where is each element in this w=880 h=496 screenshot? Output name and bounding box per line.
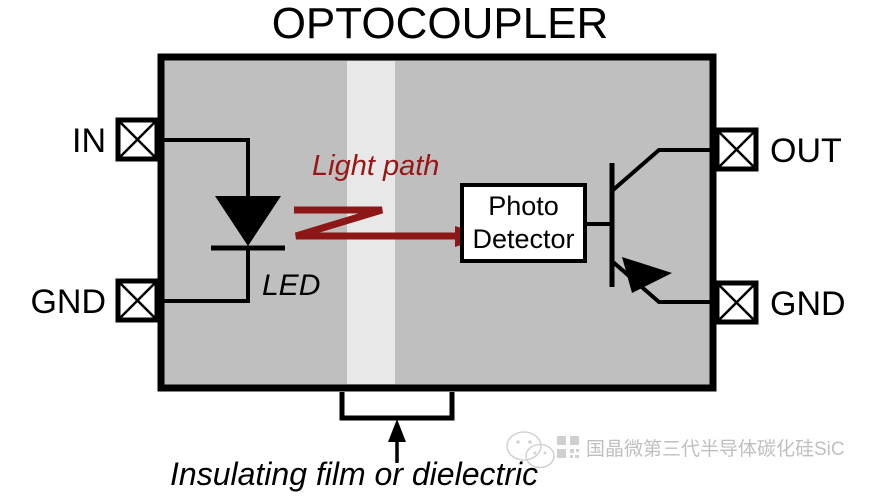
photo-detector-box: [460, 183, 587, 263]
pin-gnd-right-label: GND: [770, 285, 846, 323]
photo-detector-label-line2: Detector: [472, 224, 574, 254]
callout-arrow-icon: [388, 419, 406, 463]
pin-in: [115, 117, 160, 162]
photo-detector-label-line1: Photo: [488, 191, 559, 221]
watermark-text: 国晶微第三代半导体碳化硅SiC: [586, 438, 845, 460]
led-label: LED: [262, 269, 320, 302]
photo-detector: Photo Detector: [460, 183, 587, 263]
wechat-icon: [506, 431, 555, 469]
emitter-arrow-icon: [622, 257, 672, 293]
pin-out: [714, 127, 759, 172]
pin-gnd-left-label: GND: [30, 283, 106, 321]
pin-gnd-right: [714, 280, 759, 325]
pin-in-label: IN: [72, 122, 106, 160]
light-path-label: Light path: [312, 150, 439, 182]
page-title: OPTOCOUPLER: [272, 0, 609, 48]
led-diode-icon: [215, 196, 281, 246]
insulating-film-strip: [347, 61, 395, 384]
pin-out-label: OUT: [770, 132, 842, 170]
qr-code-icon: [557, 436, 579, 458]
watermark: 国晶微第三代半导体碳化硅SiC: [506, 431, 845, 469]
dimension-bracket-icon: [339, 392, 455, 421]
caption-text: Insulating film or dielectric: [170, 456, 538, 492]
npn-phototransistor-icon: [583, 148, 719, 304]
led-circuit: [159, 138, 285, 303]
pin-gnd-left: [115, 278, 160, 323]
